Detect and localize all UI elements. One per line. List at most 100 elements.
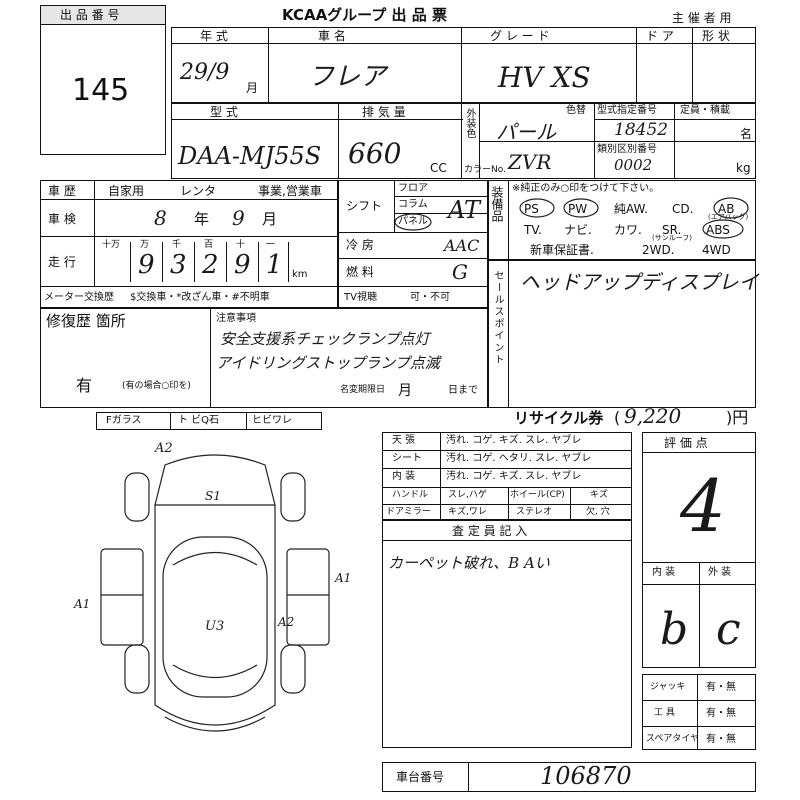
lot-number-value: 145 — [72, 73, 130, 108]
recycle-value: 9,220 — [624, 404, 682, 428]
damage-mark-roof: U3 — [205, 619, 225, 634]
mirror-options: キズ,ワレ — [448, 507, 487, 517]
digit-label-1k: 千 — [172, 240, 182, 250]
mileage-digit-1: 9 — [138, 250, 155, 280]
stereo-label: ステレオ — [516, 507, 553, 517]
damage-mark-right-rear: A2 — [278, 615, 295, 629]
chassis-value: 106870 — [540, 762, 632, 790]
chassis-box — [382, 762, 756, 792]
digit-label-100k: 十万 — [102, 240, 121, 250]
exterior-score-value: c — [716, 604, 741, 655]
glass-crack: ヒビワレ — [252, 415, 292, 426]
inspection-month-value: 9 — [232, 206, 245, 230]
damage-mark-front: A2 — [155, 441, 173, 456]
year-month-suffix: 月 — [246, 81, 259, 95]
equip-leather: カワ. — [614, 223, 642, 237]
equip-sunroof: SR. — [662, 223, 682, 237]
tools-label: 工 具 — [654, 708, 675, 718]
wheel-options: キズ — [590, 490, 609, 500]
grade-value: HV XS — [498, 61, 591, 94]
wheel-label: ホイール(CP) — [510, 490, 565, 500]
tv-options: 可・不可 — [410, 292, 450, 303]
lot-number-label: 出 品 番 号 — [60, 8, 120, 22]
score-label: 評 価 点 — [664, 436, 708, 450]
damage-mark-hood: S1 — [205, 489, 221, 503]
inspector-box — [382, 520, 632, 748]
equip-navi: ナビ. — [564, 223, 592, 237]
interior-score-value: b — [660, 604, 689, 655]
equip-abs: ABS — [706, 223, 730, 237]
accessories-box — [642, 674, 756, 750]
sunroof-note: (サンルーフ) — [652, 234, 693, 242]
chassis-label: 車台番号 — [396, 770, 445, 784]
repair-status: 有 — [76, 376, 93, 395]
history-option-business: 事業,営業車 — [258, 184, 322, 198]
interior-label: 内 装 — [392, 471, 416, 482]
color-change-label: 色替 — [566, 105, 586, 116]
kg-unit: kg — [736, 161, 751, 175]
repair-label: 修復歴 箇所 — [46, 312, 126, 330]
shift-option-column: コラム — [398, 199, 428, 210]
recycle-open-paren: ( — [614, 408, 621, 427]
lot-number-header — [40, 5, 166, 25]
shift-option-floor: フロア — [398, 183, 428, 194]
type-value: DAA-MJ55S — [178, 142, 322, 170]
history-box — [40, 180, 338, 308]
tools-options: 有・無 — [706, 708, 736, 719]
note-line-2: アイドリングストップランプ点滅 — [216, 354, 440, 372]
recycle-unit: )円 — [726, 408, 749, 427]
equip-tv: TV. — [524, 223, 542, 237]
spare-tire-options: 有・無 — [706, 734, 736, 745]
equipment-note: ※純正のみ○印をつけて下さい。 — [512, 183, 660, 194]
person-unit: 名 — [740, 127, 753, 141]
capacity-label: 定員・積載 — [680, 105, 730, 116]
category-value: 0002 — [614, 156, 653, 174]
digit-label-1: 一 — [266, 240, 276, 250]
digit-label-100: 百 — [204, 240, 214, 250]
shift-option-panel: パネル — [398, 216, 428, 227]
equipment-box — [488, 180, 756, 260]
shift-box — [338, 180, 488, 308]
type-cert-value: 18452 — [614, 120, 669, 140]
grade-label: グ レ ー ド — [490, 29, 550, 43]
exterior-score-label: 外 装 — [708, 567, 732, 578]
year-value: 29/9 — [180, 60, 230, 85]
inspection-month-unit: 月 — [262, 210, 278, 228]
form-title: KCAAグループ 出 品 票 — [282, 6, 447, 24]
sales-point-box — [488, 260, 756, 408]
inspection-label: 車 検 — [48, 212, 76, 226]
damage-mark-left: A1 — [74, 597, 91, 611]
stereo-options: 欠, 穴 — [586, 507, 610, 517]
interior-check-box — [382, 432, 632, 520]
mileage-digit-3: 2 — [202, 250, 219, 280]
meter-label: メーター交換歴 — [44, 292, 114, 303]
row1-box — [171, 27, 756, 103]
note-line-1: 安全支援系チェックランプ点灯 — [220, 330, 430, 348]
history-option-rental: レンタ — [180, 184, 217, 198]
equip-cd: CD. — [672, 202, 694, 216]
type-label: 型 式 — [210, 105, 238, 119]
body-type-label: 形 状 — [702, 29, 730, 43]
inspection-year-value: 8 — [154, 206, 167, 230]
door-label: ド ア — [646, 29, 674, 43]
equip-ps: PS — [524, 202, 539, 216]
fuel-label: 燃 料 — [346, 265, 374, 279]
name-change-month: 月 — [398, 383, 412, 399]
repair-status-note: (有の場合○印を) — [122, 381, 191, 391]
mileage-label: 走 行 — [48, 255, 76, 269]
mileage-digit-2: 3 — [170, 250, 187, 280]
km-unit: km — [292, 269, 308, 280]
car-diagram — [100, 454, 330, 732]
mileage-digit-4: 9 — [234, 250, 251, 280]
glass-chip: ト ビQ石 — [178, 415, 220, 426]
recycle-label: リサイクル券 — [514, 409, 604, 427]
seat-options: 汚れ. コゲ. ヘタリ. スレ. ヤブレ — [446, 453, 592, 464]
repair-box — [40, 308, 488, 408]
fuel-value: G — [452, 260, 468, 284]
interior-score-label: 内 装 — [652, 567, 676, 578]
digit-label-10: 十 — [236, 240, 246, 250]
equipment-label: 装備品 — [490, 186, 504, 222]
color-value: パール — [496, 120, 556, 144]
type-cert-label: 型式指定番号 — [597, 105, 657, 116]
model-name-value: フレア — [308, 62, 387, 92]
